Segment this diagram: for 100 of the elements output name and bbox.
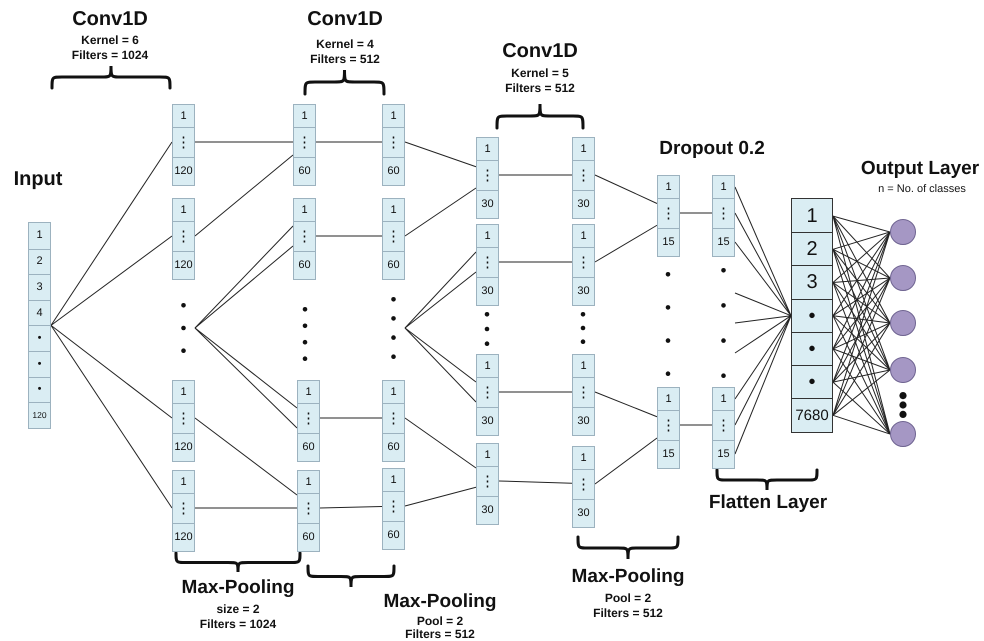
map-cell: ⋮	[173, 221, 194, 251]
feature-map	[572, 354, 595, 436]
connection-line	[832, 232, 890, 283]
map-cell: ⋮	[713, 198, 734, 228]
vector-cell: 120	[29, 402, 50, 428]
vector-cell-text: 1	[805, 204, 819, 229]
vector-cell: •	[792, 364, 832, 398]
connection-line	[832, 216, 890, 278]
feature-map	[657, 175, 680, 257]
connection-line	[832, 382, 890, 434]
layer-parameter: Filters = 512	[593, 607, 663, 620]
map-cell-text: 1	[664, 180, 673, 194]
layer-title: Max-Pooling	[182, 578, 294, 599]
connection-line	[832, 370, 890, 383]
vector-cell: 3	[792, 265, 832, 299]
connection-line	[404, 252, 476, 328]
layer-parameter: Kernel = 4	[316, 38, 374, 52]
connection-line	[50, 324, 172, 418]
feature-map	[572, 137, 595, 219]
map-cell: ⋮	[173, 127, 194, 157]
map-cell-text: 1	[719, 180, 728, 194]
map-cell: 60	[383, 433, 404, 461]
map-cell-text: 1	[389, 384, 398, 400]
layer-parameter: size = 2	[216, 603, 260, 616]
connection-line	[734, 315, 792, 324]
map-cell: 15	[658, 440, 679, 468]
connection-line	[194, 418, 298, 496]
vector-cell: 2	[792, 232, 832, 266]
map-cell: 30	[477, 496, 498, 524]
feature-map	[293, 104, 316, 186]
connection-line	[498, 480, 572, 484]
map-cell: ⋮	[573, 247, 594, 277]
map-cell: ⋮	[383, 491, 404, 521]
map-cell-text: 1	[719, 392, 728, 406]
layer-parameter: Kernel = 5	[511, 67, 569, 80]
vector-cell: •	[29, 376, 50, 402]
feature-map	[172, 380, 195, 462]
layer-title: Output Layer	[860, 159, 980, 180]
map-cell-text: 1	[304, 474, 313, 490]
connection-line	[832, 282, 890, 370]
connection-line	[194, 226, 294, 328]
map-cell-text: 1	[179, 108, 188, 124]
connection-line	[594, 174, 658, 204]
connection-line	[50, 236, 172, 326]
output-neuron	[890, 357, 916, 383]
map-cell-text: 1	[483, 448, 492, 462]
connection-line	[832, 282, 890, 324]
connection-line	[594, 392, 658, 418]
connection-line	[734, 242, 792, 316]
feature-map	[476, 443, 499, 525]
connection-line	[832, 370, 890, 416]
layer-parameter: Filters = 1024	[72, 49, 148, 62]
feature-map	[476, 354, 499, 436]
layer-title: Max-Pooling	[384, 592, 496, 613]
connection-line	[498, 174, 572, 176]
output-neuron	[890, 421, 916, 447]
map-cell: ⋮	[294, 127, 315, 157]
layer-title: Max-Pooling	[572, 567, 684, 588]
map-cell: 30	[477, 407, 498, 435]
layer-parameter: Filters = 1024	[200, 618, 276, 632]
feature-map	[572, 224, 595, 306]
vector-cell: •	[29, 350, 50, 377]
map-cell-text: 1	[300, 202, 309, 218]
connection-line	[832, 322, 890, 350]
map-cell: 120	[173, 157, 194, 185]
map-cell-text: 1	[179, 202, 188, 218]
connection-line	[832, 322, 890, 383]
map-cell: ⋮	[573, 469, 594, 499]
vector-cell: •	[29, 325, 50, 351]
layer-parameter: Filters = 512	[405, 628, 475, 641]
connection-line	[404, 328, 476, 382]
map-cell: ⋮	[173, 403, 194, 433]
map-cell: ⋮	[573, 377, 594, 407]
map-cell-text: 1	[483, 142, 492, 156]
map-cell-text: 1	[389, 202, 398, 218]
map-cell: 15	[713, 440, 734, 468]
feature-map	[712, 175, 735, 257]
connection-line	[594, 224, 658, 262]
connection-line	[404, 486, 476, 506]
feature-map	[382, 198, 405, 280]
map-cell-text: 1	[579, 142, 588, 156]
map-cell: 120	[173, 523, 194, 551]
feature-map	[172, 104, 195, 186]
connection-line	[734, 212, 792, 316]
feature-map	[382, 468, 405, 550]
map-cell: 15	[713, 228, 734, 256]
feature-map	[572, 446, 595, 528]
connection-line	[404, 418, 476, 468]
layer-parameter: Filters = 512	[505, 82, 575, 96]
connection-line	[50, 324, 172, 508]
map-cell-text: 1	[300, 108, 309, 124]
vector-cell: 3	[29, 274, 50, 300]
map-cell-text: 1	[579, 358, 588, 374]
map-cell: 60	[294, 157, 315, 185]
feature-map	[476, 224, 499, 306]
map-cell-text: 1	[179, 474, 188, 490]
map-cell: 60	[383, 157, 404, 185]
connection-line	[194, 154, 294, 236]
map-cell: 60	[383, 521, 404, 549]
connection-line	[832, 232, 890, 316]
